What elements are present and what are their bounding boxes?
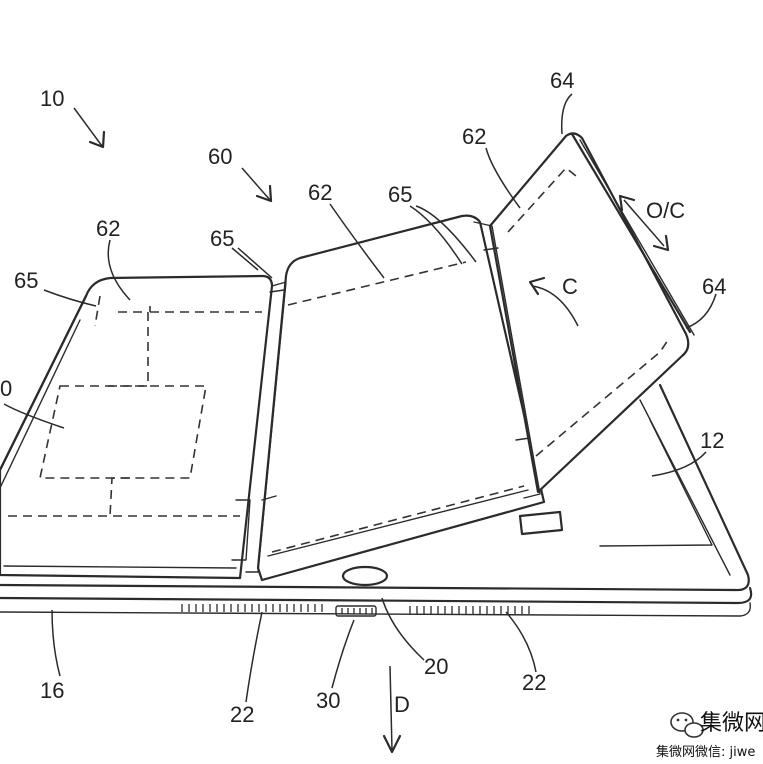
cover-segment-left xyxy=(0,274,274,580)
cover-left-edge xyxy=(0,294,88,472)
cover-segment-middle xyxy=(245,214,546,582)
label-motion-oc: O/C xyxy=(646,198,685,223)
label-segment-c: 62 xyxy=(462,124,486,149)
speaker-grill-left xyxy=(181,604,323,612)
label-speaker-right: 22 xyxy=(522,670,546,695)
label-speaker-left: 22 xyxy=(230,702,254,727)
label-hinge-top: 64 xyxy=(550,68,574,93)
port-pins xyxy=(341,608,373,614)
label-edge: 16 xyxy=(40,678,64,703)
cover-segment-right xyxy=(473,132,695,536)
label-device: 10 xyxy=(40,86,64,111)
speaker-grill-right xyxy=(409,606,530,614)
label-port: 30 xyxy=(316,688,340,713)
watermark-brand: 集微网 xyxy=(700,711,763,736)
arrow-oc xyxy=(618,194,670,252)
arrow-60 xyxy=(241,167,273,203)
label-segment-a: 62 xyxy=(96,216,120,241)
home-button xyxy=(341,565,389,587)
label-hinge-side: 64 xyxy=(702,274,726,299)
arrow-d xyxy=(382,665,402,754)
label-magnet-a: 65 xyxy=(14,268,38,293)
watermark-caption: 集微网微信: jiwe xyxy=(656,744,755,760)
arrow-c xyxy=(528,276,579,327)
label-magnet-b: 65 xyxy=(210,226,234,251)
connector-port xyxy=(335,605,377,617)
tablet-body xyxy=(0,383,753,617)
label-motion-c: C xyxy=(562,274,578,299)
label-cover: 60 xyxy=(208,144,232,169)
label-magnet-c: 65 xyxy=(388,182,412,207)
label-segment-b: 62 xyxy=(308,180,332,205)
leader-lines xyxy=(3,93,717,703)
label-housing: 12 xyxy=(700,428,724,453)
label-direction-d: D xyxy=(394,692,410,717)
label-partial: 0 xyxy=(0,376,12,401)
label-button: 20 xyxy=(424,654,448,679)
watermark: 集微网 集微网微信: jiwe xyxy=(656,711,763,760)
arrow-10 xyxy=(73,107,106,149)
wechat-icon xyxy=(670,712,704,738)
